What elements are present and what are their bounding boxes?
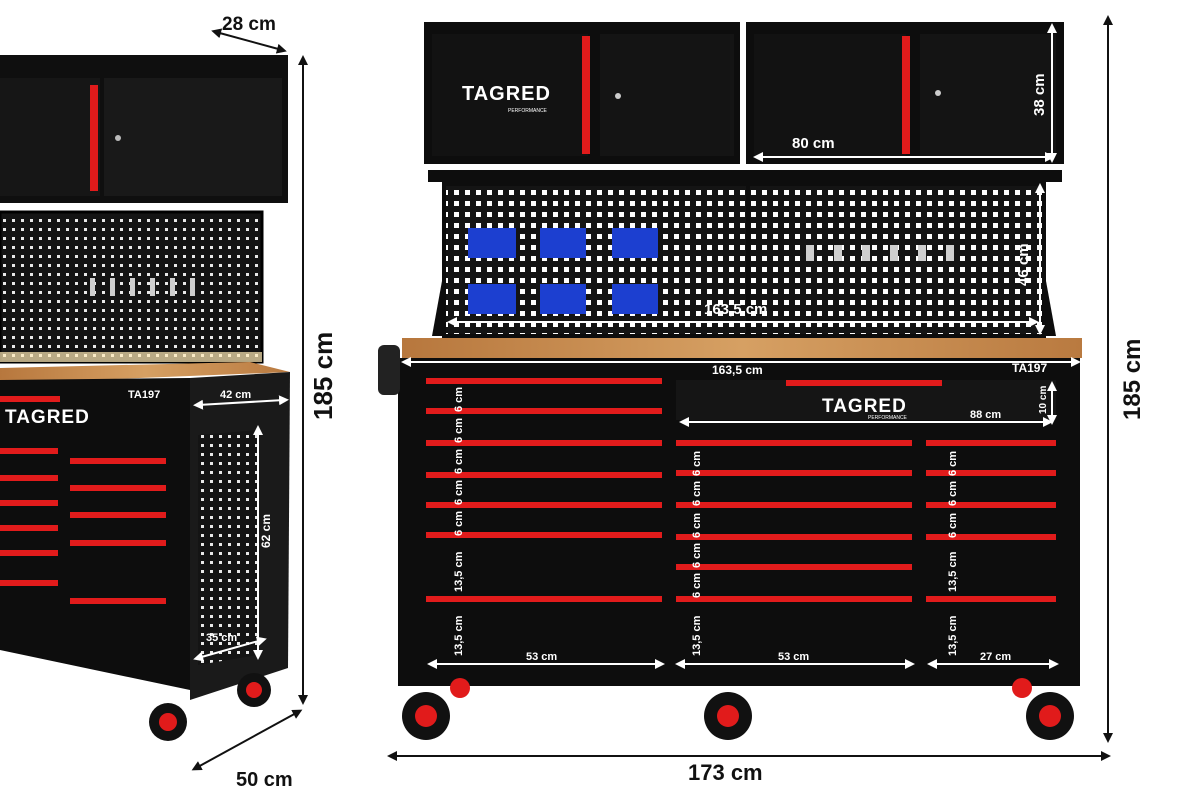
dim-top-drawer-height: 10 cm (1038, 386, 1049, 414)
drawers-left (426, 378, 662, 602)
dim-panel-height: 62 cm (259, 514, 273, 548)
handle-accent (90, 85, 98, 191)
front-brand: TAGRED (822, 396, 907, 417)
dim-side-height: 185 cm (308, 332, 338, 420)
drawers-right (926, 440, 1056, 602)
dim-worktop-width: 163,5 cm (712, 363, 763, 377)
svg-text:13,5 cm: 13,5 cm (691, 615, 703, 656)
dim-pegboard-height: 46 cm (1015, 243, 1032, 286)
dim-base-depth: 35 cm (206, 632, 237, 644)
svg-text:6 cm: 6 cm (453, 480, 465, 505)
side-body (0, 378, 190, 690)
side-model: TA197 (128, 389, 160, 401)
dim-total-height: 185 cm (1119, 339, 1146, 420)
dim-col-right: 27 cm (980, 651, 1011, 663)
svg-text:6 cm: 6 cm (947, 513, 959, 538)
dim-col-mid: 53 cm (778, 651, 809, 663)
dim-col-left: 53 cm (526, 651, 557, 663)
svg-text:6 cm: 6 cm (947, 481, 959, 506)
svg-text:6 cm: 6 cm (453, 387, 465, 412)
drawers-mid (676, 440, 912, 602)
svg-text:6 cm: 6 cm (691, 481, 703, 506)
svg-text:6 cm: 6 cm (691, 451, 703, 476)
side-brand: TAGRED (5, 407, 90, 428)
svg-text:6 cm: 6 cm (947, 451, 959, 476)
svg-text:6 cm: 6 cm (453, 449, 465, 474)
svg-text:13,5 cm: 13,5 cm (453, 615, 465, 656)
dim-cabinet-width: 80 cm (792, 135, 835, 152)
svg-text:6 cm: 6 cm (453, 418, 465, 443)
storage-bins (468, 228, 658, 314)
svg-text:6 cm: 6 cm (691, 543, 703, 568)
front-view: TAGRED PERFORMANCE (378, 14, 1146, 785)
svg-text:PERFORMANCE: PERFORMANCE (868, 415, 908, 421)
svg-text:PERFORMANCE: PERFORMANCE (508, 108, 548, 114)
drawer-height-labels: 6 cm 6 cm 6 cm 6 cm 6 cm 13,5 cm 13,5 cm… (453, 387, 959, 656)
dim-work-depth: 42 cm (220, 389, 251, 401)
svg-text:13,5 cm: 13,5 cm (453, 551, 465, 592)
dim-pegboard-width: 163,5 cm (704, 301, 767, 318)
side-casters (149, 673, 271, 741)
dim-bottom-depth: 50 cm (236, 769, 293, 791)
cabinet-brand: TAGRED (462, 83, 551, 105)
front-casters (402, 678, 1074, 740)
svg-text:6 cm: 6 cm (691, 513, 703, 538)
dim-top-drawer-width: 88 cm (970, 409, 1001, 421)
dim-total-width: 173 cm (688, 760, 763, 785)
svg-text:6 cm: 6 cm (453, 511, 465, 536)
svg-text:6 cm: 6 cm (691, 573, 703, 598)
front-model: TA197 (1012, 361, 1047, 375)
side-worktop (0, 362, 290, 382)
front-worktop (402, 338, 1082, 358)
dim-cabinet-height: 38 cm (1031, 73, 1048, 116)
svg-text:13,5 cm: 13,5 cm (947, 551, 959, 592)
side-view: TAGRED TA197 28 cm 185 cm 42 cm 62 cm 35… (0, 14, 338, 791)
svg-text:13,5 cm: 13,5 cm (947, 615, 959, 656)
dim-top-depth: 28 cm (222, 14, 276, 35)
